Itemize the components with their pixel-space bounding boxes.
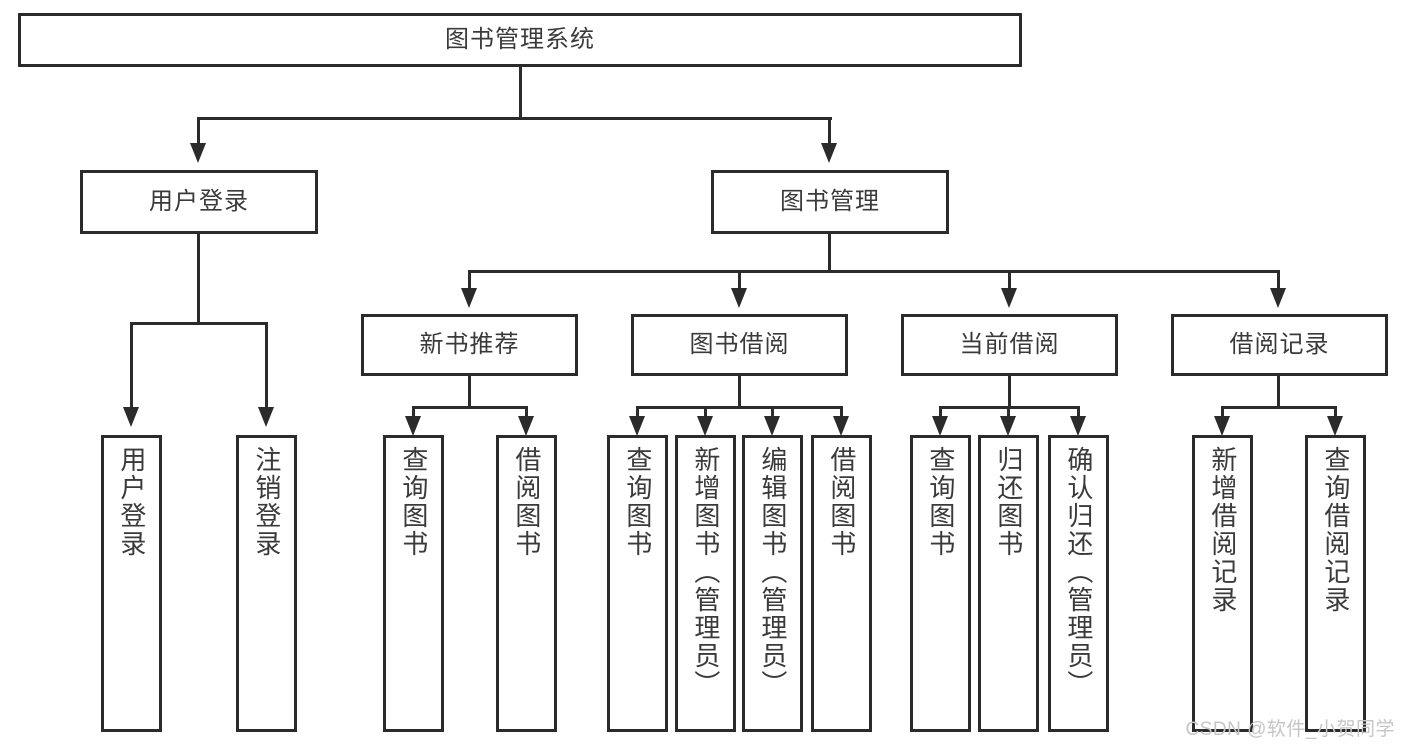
arrowhead-to-leaf-borrow-book-a (518, 416, 534, 436)
node-label: 借阅图书 (511, 446, 542, 558)
node-label: 确认归还（管理员） (1063, 446, 1094, 698)
connector-user-login-stem (197, 234, 200, 324)
arrowhead-to-leaf-add-record (1214, 416, 1230, 436)
leaf-edit-book-admin[interactable]: 编辑图书（管理员） (742, 435, 803, 732)
connector-new-book-drop-2 (525, 406, 528, 418)
node-label: 图书管理 (780, 188, 880, 216)
connector-current-borrow-drop-3 (1077, 406, 1080, 418)
connector-book-borrow-drop-3 (771, 406, 774, 418)
leaf-confirm-return-admin[interactable]: 确认归还（管理员） (1048, 435, 1109, 732)
leaf-query-book-current[interactable]: 查询图书 (910, 435, 971, 732)
arrowhead-to-new-book (461, 288, 477, 308)
connector-book-borrow-drop-1 (636, 406, 639, 418)
leaf-user-login[interactable]: 用户登录 (101, 435, 162, 732)
leaf-borrow-book[interactable]: 借阅图书 (811, 435, 872, 732)
node-label: 归还图书 (993, 446, 1024, 558)
node-user-login[interactable]: 用户登录 (80, 170, 318, 234)
connector-borrow-record-drop-1 (1221, 406, 1224, 418)
connector-current-borrow-drop-1 (939, 406, 942, 418)
connector-current-borrow-drop-2 (1007, 406, 1010, 418)
connector-current-borrow-stem (1008, 376, 1011, 408)
connector-user-login-bus (131, 322, 267, 325)
arrowhead-to-borrow-record (1270, 288, 1286, 308)
node-label: 查询图书 (622, 446, 653, 558)
leaf-borrow-book-newbook[interactable]: 借阅图书 (496, 435, 557, 732)
node-root-system[interactable]: 图书管理系统 (18, 13, 1022, 67)
connector-root-drop-right (828, 117, 831, 145)
leaf-query-book-newbook[interactable]: 查询图书 (383, 435, 444, 732)
node-book-borrow[interactable]: 图书借阅 (631, 314, 848, 376)
leaf-add-borrow-record[interactable]: 新增借阅记录 (1192, 435, 1253, 732)
leaf-query-book-borrow[interactable]: 查询图书 (607, 435, 668, 732)
connector-book-borrow-stem (738, 376, 741, 408)
arrowhead-to-leaf-query-record (1327, 416, 1343, 436)
node-label: 注销登录 (251, 446, 282, 558)
arrowhead-to-book-borrow (731, 288, 747, 308)
connector-new-book-drop-1 (412, 406, 415, 418)
node-label: 新书推荐 (419, 331, 520, 359)
node-label: 查询借阅记录 (1320, 446, 1351, 614)
node-label: 新增图书（管理员） (690, 446, 721, 698)
csdn-watermark: CSDN @软件_小贺同学 (1185, 719, 1395, 740)
arrowhead-to-book-manage (821, 143, 837, 163)
node-borrow-record[interactable]: 借阅记录 (1171, 314, 1388, 376)
arrowhead-to-leaf-edit-book (764, 416, 780, 436)
connector-level3-drop-4 (1277, 270, 1280, 290)
connector-new-book-stem (468, 376, 471, 408)
connector-borrow-record-stem (1277, 376, 1280, 408)
arrowhead-to-leaf-user-login (123, 407, 139, 427)
arrowhead-to-leaf-add-book (697, 416, 713, 436)
arrowhead-to-leaf-logout (258, 407, 274, 427)
node-label: 图书借阅 (689, 331, 790, 359)
arrowhead-to-leaf-query-book-c (932, 416, 948, 436)
connector-book-borrow-bus (637, 406, 843, 409)
connector-root-stem (519, 67, 522, 119)
arrowhead-to-leaf-query-book-b (629, 416, 645, 436)
node-label: 查询图书 (398, 446, 429, 558)
connector-user-login-drop-2 (265, 322, 268, 409)
connector-level3-drop-2 (738, 270, 741, 290)
connector-level3-bus (468, 270, 1280, 273)
node-label: 当前借阅 (959, 331, 1060, 359)
connector-new-book-bus (413, 406, 528, 409)
connector-book-borrow-drop-2 (704, 406, 707, 418)
connector-borrow-record-bus (1222, 406, 1337, 409)
node-current-borrow[interactable]: 当前借阅 (901, 314, 1118, 376)
arrowhead-to-leaf-confirm-return (1070, 416, 1086, 436)
node-book-management[interactable]: 图书管理 (711, 170, 949, 234)
node-label: 借阅记录 (1229, 331, 1330, 359)
arrowhead-to-user-login (190, 143, 206, 163)
node-label: 查询图书 (925, 446, 956, 558)
connector-root-bus (198, 117, 832, 120)
leaf-logout[interactable]: 注销登录 (236, 435, 297, 732)
connector-root-drop-left (197, 117, 200, 145)
node-new-book-recommend[interactable]: 新书推荐 (361, 314, 578, 376)
connector-book-manage-stem (828, 234, 831, 272)
leaf-query-borrow-record[interactable]: 查询借阅记录 (1305, 435, 1366, 732)
arrowhead-to-current-borrow (1001, 288, 1017, 308)
node-label: 图书管理系统 (445, 26, 595, 54)
arrowhead-to-leaf-query-book-a (405, 416, 421, 436)
connector-current-borrow-bus (940, 406, 1080, 409)
connector-borrow-record-drop-2 (1334, 406, 1337, 418)
node-label: 新增借阅记录 (1207, 446, 1238, 614)
node-label: 借阅图书 (826, 446, 857, 558)
connector-level3-drop-1 (468, 270, 471, 290)
connector-book-borrow-drop-4 (840, 406, 843, 418)
arrowhead-to-leaf-borrow-book-b (833, 416, 849, 436)
leaf-add-book-admin[interactable]: 新增图书（管理员） (675, 435, 736, 732)
leaf-return-book[interactable]: 归还图书 (978, 435, 1039, 732)
node-label: 用户登录 (149, 188, 249, 216)
arrowhead-to-leaf-return-book (1000, 416, 1016, 436)
connector-user-login-drop-1 (130, 322, 133, 409)
node-label: 用户登录 (116, 446, 147, 558)
connector-level3-drop-3 (1008, 270, 1011, 290)
node-label: 编辑图书（管理员） (757, 446, 788, 698)
